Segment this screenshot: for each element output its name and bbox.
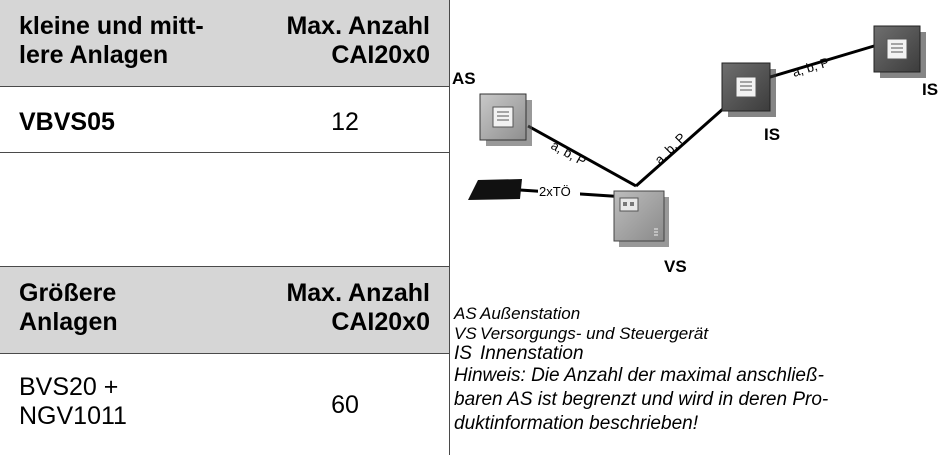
- system-diagram: a, b, P a, b, P a, b, P 2xTÖ AS VS IS: [452, 25, 938, 276]
- link-label-as-vs: a, b, P: [549, 138, 589, 169]
- count-vbvs05: 12: [331, 108, 359, 136]
- table-header-small-systems: [0, 0, 449, 86]
- is-device-1: [721, 62, 776, 117]
- table-rule: [0, 152, 449, 153]
- label-is-1: IS: [764, 125, 780, 144]
- is-device-2: [873, 25, 926, 78]
- label-as: AS: [452, 69, 476, 88]
- product-bvs20-ngv1011: BVS20 + NGV1011: [19, 373, 127, 430]
- door-opener-icon: [468, 179, 522, 200]
- header-large-systems: Größere Anlagen: [19, 279, 118, 336]
- table-rule: [0, 86, 449, 87]
- label-is-2: IS: [922, 80, 938, 99]
- column-divider: [449, 0, 450, 455]
- as-device: [479, 93, 532, 146]
- wire-as-vs: [527, 124, 637, 188]
- link-label-is1-is2: a, b, P: [790, 55, 830, 80]
- link-label-doorbell: 2xTÖ: [539, 184, 571, 199]
- table-header-large-systems: [0, 266, 449, 353]
- wire-is1-is2: [769, 44, 875, 79]
- table-rule: [0, 353, 449, 354]
- header-max-count-1: Max. Anzahl CAI20x0: [286, 12, 430, 69]
- table-rule: [0, 266, 449, 267]
- wire-vs-is1: [635, 106, 725, 188]
- link-label-bg: [538, 183, 580, 199]
- count-bvs20: 60: [331, 391, 359, 419]
- header-small-systems: kleine und mitt- lere Anlagen: [19, 12, 204, 69]
- header-max-count-2: Max. Anzahl CAI20x0: [286, 279, 430, 336]
- link-label-vs-is1: a, b, P: [652, 130, 689, 167]
- label-vs: VS: [664, 257, 687, 276]
- note-text: Hinweis: Die Anzahl der maximal anschlie…: [454, 365, 829, 434]
- product-vbvs05: VBVS05: [19, 108, 115, 136]
- vs-device: [613, 190, 669, 247]
